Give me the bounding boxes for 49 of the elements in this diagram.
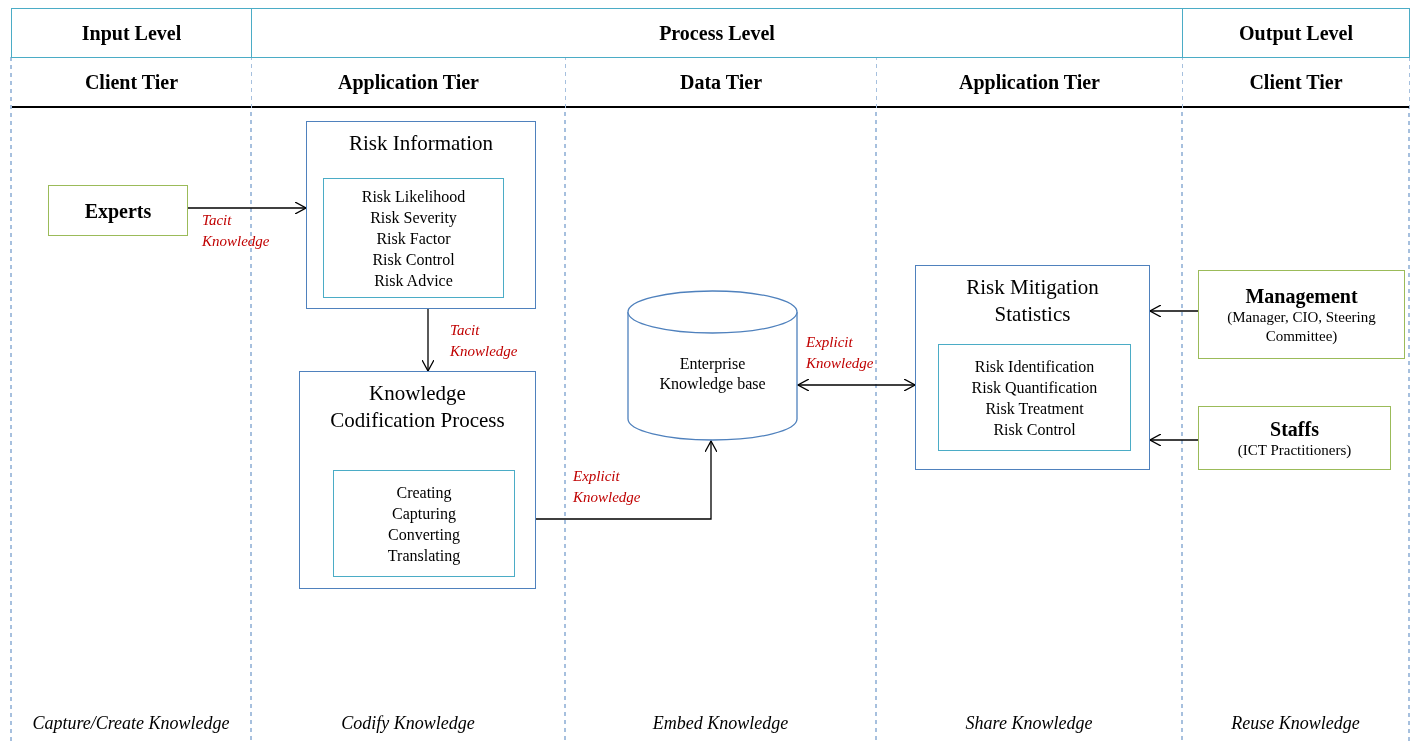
list-item: Risk Advice: [374, 270, 453, 291]
list-item: Risk Identification: [974, 356, 1095, 377]
list-item: Risk Quantification: [971, 377, 1098, 398]
box-title: Knowledge Codification Process: [329, 380, 506, 434]
arrow: [1149, 304, 1199, 318]
actor-name: Staffs: [1270, 416, 1319, 441]
column-header: Process Level: [251, 8, 1183, 58]
list-item: Capturing: [392, 503, 456, 524]
actor-box: [48, 185, 188, 236]
process-box: [299, 371, 536, 589]
list-item: Creating: [396, 482, 452, 503]
edge-label: Explicit Knowledge: [573, 467, 642, 507]
list-item: Risk Control: [993, 419, 1076, 440]
list-item: Risk Factor: [376, 228, 451, 249]
edge-label: Tacit Knowledge: [202, 211, 271, 251]
column-header: Application Tier: [877, 58, 1182, 108]
process-box: [306, 121, 536, 309]
actor-box: [1198, 270, 1405, 359]
list-item: Risk Control: [372, 249, 455, 270]
box-title: Risk Mitigation Statistics: [965, 274, 1100, 328]
list-item: Risk Likelihood: [361, 186, 466, 207]
column-header: Input Level: [11, 8, 252, 58]
actor-box: [1198, 406, 1391, 470]
actor-details: (ICT Practitioners): [1237, 440, 1352, 460]
list-item: Translating: [387, 545, 461, 566]
column-header: Output Level: [1182, 8, 1410, 58]
column-header: Client Tier: [1183, 58, 1409, 108]
list-item: Risk Severity: [370, 207, 457, 228]
list-item: Converting: [388, 524, 460, 545]
column-header: Client Tier: [12, 58, 251, 108]
actor-name: Experts: [84, 198, 152, 223]
column-header: Application Tier: [252, 58, 565, 108]
node-text: Enterprise Knowledge base: [658, 353, 767, 394]
list-box: [333, 470, 515, 577]
list-box: [938, 344, 1131, 451]
edge-label: Explicit Knowledge: [806, 333, 875, 373]
actor-name: Management: [1245, 283, 1358, 308]
process-box: [915, 265, 1150, 470]
arrow: [421, 308, 435, 372]
list-item: Risk Treatment: [985, 398, 1084, 419]
list-box: [323, 178, 504, 298]
edge-label: Tacit Knowledge: [450, 321, 519, 361]
arrow: [187, 201, 307, 215]
arrow: [797, 378, 916, 392]
arrow: [535, 440, 718, 520]
actor-details: (Manager, CIO, Steering Committee): [1226, 308, 1377, 346]
box-title: Risk Information: [347, 130, 495, 157]
arrow: [1149, 433, 1199, 447]
column-header: Data Tier: [566, 58, 876, 108]
